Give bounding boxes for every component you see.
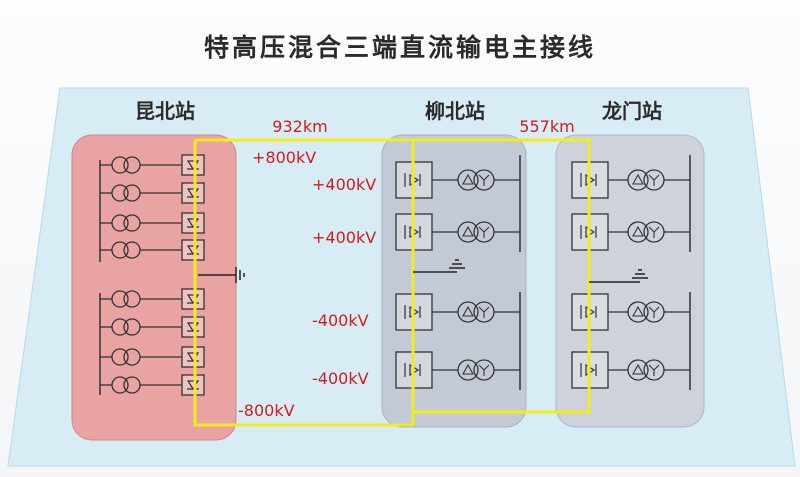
transformer-icon <box>457 169 479 191</box>
kunbei-equipment <box>99 154 205 396</box>
voltage-label-pos800: +800kV <box>252 148 316 167</box>
wye-symbol-icon <box>648 364 660 376</box>
voltage-label-neg800: -800kV <box>238 401 295 420</box>
transformer-icon <box>111 241 129 259</box>
thyristor-valve-icon <box>181 374 205 396</box>
distance-label-liubei-longmen: 557km <box>519 117 574 136</box>
ground-icon <box>589 269 648 283</box>
transformer-icon <box>111 318 129 336</box>
wye-symbol-icon <box>478 226 490 238</box>
station-label-kunbei: 昆北站 <box>135 99 195 123</box>
thyristor-valve-icon <box>181 154 205 176</box>
voltage-label-pos400: +400kV <box>312 228 376 247</box>
dc-line-left <box>193 140 413 427</box>
ground-icon <box>413 259 465 273</box>
transformer-icon <box>457 221 479 243</box>
transformer-icon <box>457 301 479 323</box>
station-label-liubei: 柳北站 <box>425 99 485 123</box>
delta-symbol-icon <box>632 305 644 317</box>
converter-unit <box>100 212 205 234</box>
dc-line-top <box>195 138 591 414</box>
thyristor-valve-icon <box>181 212 205 234</box>
delta-symbol-icon <box>632 173 644 185</box>
longmen-panel <box>555 134 705 428</box>
wye-symbol-icon <box>478 174 490 186</box>
distance-label-kunbei-liubei: 932km <box>272 117 327 136</box>
converter-unit <box>100 182 205 204</box>
transformer-icon <box>111 348 129 366</box>
delta-symbol-icon <box>632 225 644 237</box>
delta-symbol-icon <box>462 305 474 317</box>
thyristor-valve-icon <box>181 346 205 368</box>
delta-symbol-icon <box>462 363 474 375</box>
delta-symbol-icon <box>462 173 474 185</box>
wye-symbol-icon <box>648 226 660 238</box>
delta-symbol-icon <box>462 225 474 237</box>
transformer-icon <box>111 184 129 202</box>
converter-unit <box>100 346 205 368</box>
voltage-label-neg400: -400kV <box>312 369 369 388</box>
transformer-icon <box>627 221 649 243</box>
ground-icon <box>198 267 245 283</box>
wye-symbol-icon <box>478 364 490 376</box>
wye-symbol-icon <box>478 306 490 318</box>
transformer-icon <box>627 301 649 323</box>
transformer-icon <box>111 214 129 232</box>
dc-line-loop <box>193 138 591 427</box>
converter-unit <box>100 374 205 396</box>
voltage-label-neg400: -400kV <box>312 311 369 330</box>
station-label-longmen: 龙门站 <box>602 99 662 123</box>
thyristor-valve-icon <box>181 316 205 338</box>
liubei-panel <box>381 134 527 428</box>
thyristor-valve-icon <box>181 288 205 310</box>
transformer-icon <box>111 290 129 308</box>
voltage-label-pos400: +400kV <box>312 175 376 194</box>
converter-unit <box>100 239 205 261</box>
thyristor-valve-icon <box>181 182 205 204</box>
delta-symbol-icon <box>632 363 644 375</box>
wye-symbol-icon <box>648 174 660 186</box>
converter-unit <box>100 288 205 310</box>
transformer-icon <box>457 359 479 381</box>
transformer-icon <box>111 376 129 394</box>
transformer-icon <box>627 359 649 381</box>
thyristor-valve-icon <box>181 239 205 261</box>
transformer-icon <box>627 169 649 191</box>
page-title: 特高压混合三端直流输电主接线 <box>203 33 596 62</box>
transformer-icon <box>111 156 129 174</box>
wye-symbol-icon <box>648 306 660 318</box>
kunbei-panel <box>71 134 237 441</box>
